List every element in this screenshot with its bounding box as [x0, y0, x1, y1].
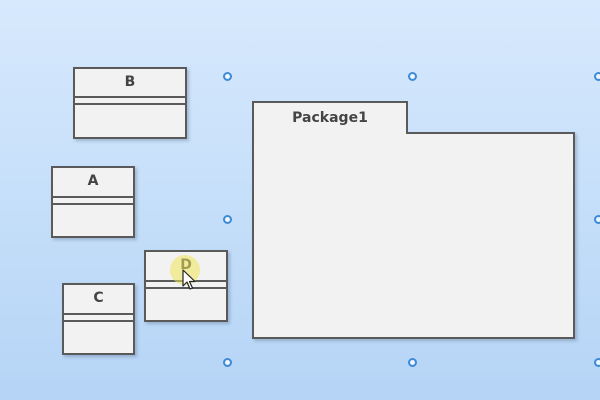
class-c-name: C — [93, 290, 104, 306]
class-a-name-divider — [53, 196, 133, 198]
selection-handle-top-center[interactable] — [408, 72, 417, 81]
selection-handle-bottom-right[interactable] — [594, 358, 600, 367]
class-c[interactable]: C — [62, 283, 135, 355]
class-a[interactable]: A — [51, 166, 135, 238]
class-a-attributes-divider — [53, 203, 133, 205]
class-a-name: A — [87, 173, 99, 189]
selection-handle-top-left[interactable] — [223, 72, 232, 81]
selection-handle-top-right[interactable] — [594, 72, 600, 81]
selection-handle-middle-left[interactable] — [223, 215, 232, 224]
class-b[interactable]: B — [73, 67, 187, 139]
class-c-name-divider — [64, 313, 133, 315]
mouse-pointer-icon — [182, 269, 196, 290]
class-c-attributes-divider — [64, 320, 133, 322]
class-b-attributes-divider — [75, 103, 185, 105]
package-name: Package1 — [292, 110, 368, 126]
selection-handle-bottom-left[interactable] — [223, 358, 232, 367]
class-b-name-divider — [75, 96, 185, 98]
package-tab[interactable]: Package1 — [252, 101, 408, 134]
selection-handle-bottom-center[interactable] — [408, 358, 417, 367]
selection-handle-middle-right[interactable] — [594, 215, 600, 224]
package-body[interactable] — [252, 132, 575, 339]
class-d-attributes-divider — [146, 287, 226, 289]
class-b-name: B — [124, 74, 136, 90]
